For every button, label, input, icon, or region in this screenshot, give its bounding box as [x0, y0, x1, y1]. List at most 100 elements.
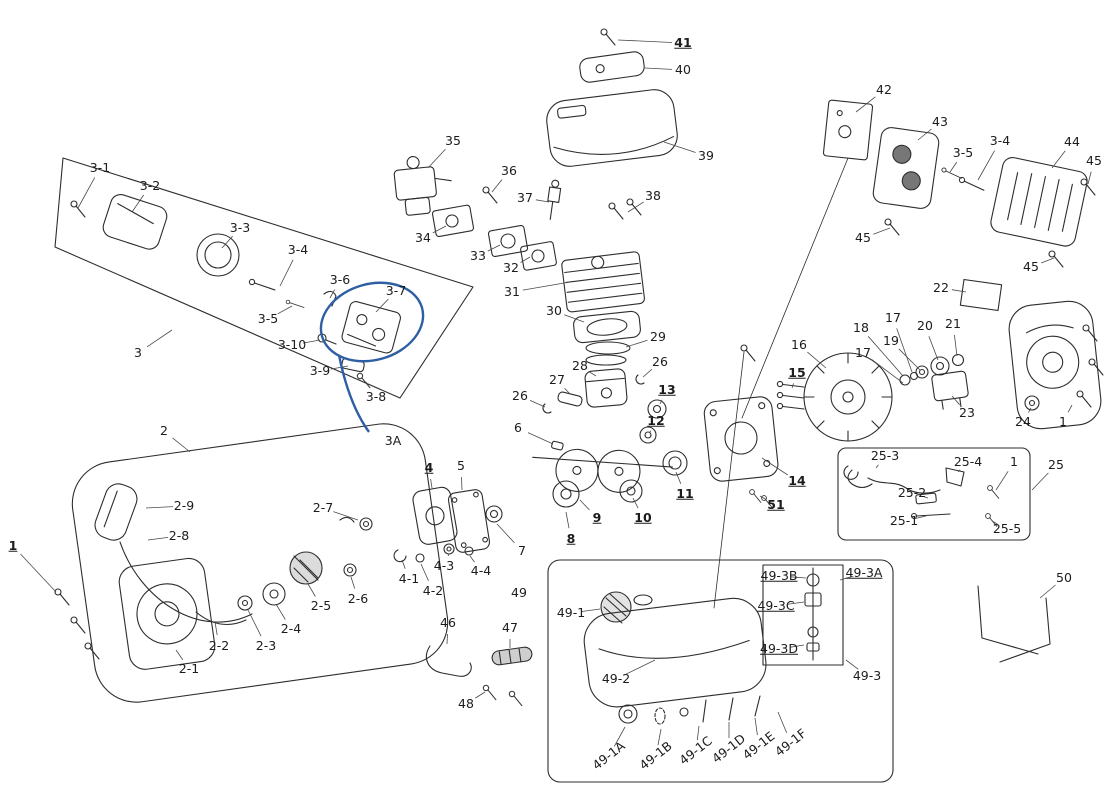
leader-line-40	[644, 67, 673, 70]
leader-line-45	[873, 227, 891, 235]
leader-line-51	[759, 495, 767, 500]
leader-line-38	[627, 201, 644, 213]
leader-line-3-5	[277, 305, 293, 315]
leader-line-2-1	[175, 649, 184, 661]
leader-line-14	[761, 457, 789, 476]
highlight-leader-curve	[337, 354, 370, 433]
leader-line-20	[928, 336, 939, 361]
leader-line-7	[496, 523, 515, 544]
leader-line-3-10	[302, 339, 321, 344]
leader-line-31	[522, 281, 571, 291]
leader-line-24	[1028, 407, 1032, 413]
leader-line-37	[535, 199, 550, 203]
leader-line-25	[1031, 472, 1049, 491]
leader-line-26	[642, 368, 653, 378]
leader-line-4	[430, 478, 433, 489]
leader-line-44	[1051, 150, 1066, 169]
leader-line-2-8	[147, 537, 169, 541]
carburetor-cylinder-group	[393, 156, 645, 451]
leader-line-2-9	[145, 506, 174, 509]
leader-line-30	[564, 314, 585, 323]
leader-line-11	[675, 471, 682, 484]
highlight-callout	[319, 281, 425, 433]
leader-line-49-3	[845, 659, 859, 670]
leader-line-3-4	[279, 259, 294, 287]
leader-line-2-5	[307, 583, 316, 597]
leader-line-1	[995, 471, 1009, 491]
leader-line-49-1b	[657, 728, 662, 746]
leader-line-35	[427, 148, 446, 169]
leader-line-17	[871, 359, 904, 384]
leader-line-49-1f	[777, 711, 788, 734]
leader-line-6	[527, 432, 554, 445]
leader-line-1	[1067, 404, 1073, 413]
fuel-tank-group	[547, 559, 894, 783]
leader-line-9	[579, 499, 590, 511]
leader-line-8	[565, 511, 570, 529]
leader-line-4-4	[469, 555, 475, 563]
leader-line-3	[146, 329, 173, 348]
leader-line-4-1	[401, 559, 406, 569]
leader-line-1	[20, 553, 57, 593]
leader-line-23	[951, 395, 961, 406]
leader-line-25-3	[875, 464, 879, 469]
muffler-group	[713, 99, 1096, 609]
throttle-cable-box	[837, 447, 1031, 541]
leader-line-41	[617, 39, 673, 43]
leader-line-33	[487, 244, 501, 252]
leader-line-49-1e	[754, 717, 758, 736]
leader-line-2	[172, 437, 191, 453]
leader-line-2-7	[333, 511, 359, 521]
leader-line-3-6	[329, 289, 336, 299]
leader-line-46	[446, 633, 448, 645]
leader-line-29	[625, 339, 648, 348]
leader-line-49-1c	[696, 725, 700, 741]
leader-line-2-2	[214, 621, 218, 636]
leader-line-2-4	[275, 603, 286, 620]
leader-line-28	[589, 371, 597, 377]
leader-line-49-1	[581, 608, 601, 612]
leader-line-19	[898, 348, 921, 371]
handle-housing-group	[54, 157, 474, 399]
leader-line-10	[632, 497, 639, 509]
leader-line-49-1a	[613, 726, 626, 747]
leader-line-3-7	[375, 298, 389, 313]
flywheel-ignition-group	[776, 278, 1104, 442]
leader-line-5	[461, 476, 463, 491]
leader-line-2-6	[350, 576, 356, 589]
leader-line-3-3	[221, 235, 233, 249]
leader-line-49-2	[625, 659, 656, 675]
leader-line-22	[951, 289, 967, 293]
leader-line-4-2	[420, 563, 429, 582]
leader-line-49-3a	[839, 575, 854, 581]
leader-line-43	[917, 128, 932, 141]
leader-line-17	[896, 328, 913, 373]
leader-line-50	[1039, 584, 1056, 599]
leader-line-25-1	[914, 515, 927, 519]
leader-lines	[20, 39, 1092, 747]
leader-line-36	[491, 179, 503, 193]
leader-line-49-3d	[789, 644, 805, 648]
leader-line-49-3b	[789, 576, 807, 579]
air-filter-cover-group	[546, 28, 678, 167]
recoil-starter-group	[54, 423, 449, 703]
leader-line-3-4	[977, 150, 995, 181]
leader-line-32	[520, 256, 531, 263]
leader-line-39	[663, 141, 696, 153]
leader-line-34	[432, 225, 447, 234]
leader-line-15	[791, 383, 794, 389]
leader-line-3-9	[330, 365, 349, 370]
leader-line-13	[659, 399, 663, 405]
leader-line-3-8	[365, 381, 371, 389]
leader-line-25-2	[922, 495, 929, 499]
leader-line-49-3c	[786, 601, 805, 605]
leader-line-3-2	[131, 194, 145, 213]
leader-line-25-5	[991, 520, 998, 525]
leader-line-42	[855, 96, 876, 113]
leader-line-45	[1087, 171, 1092, 185]
leader-line-4-3	[447, 553, 450, 556]
leader-line-2-3	[247, 609, 262, 637]
crankshaft-group	[532, 396, 779, 509]
leader-line-26	[529, 400, 546, 408]
